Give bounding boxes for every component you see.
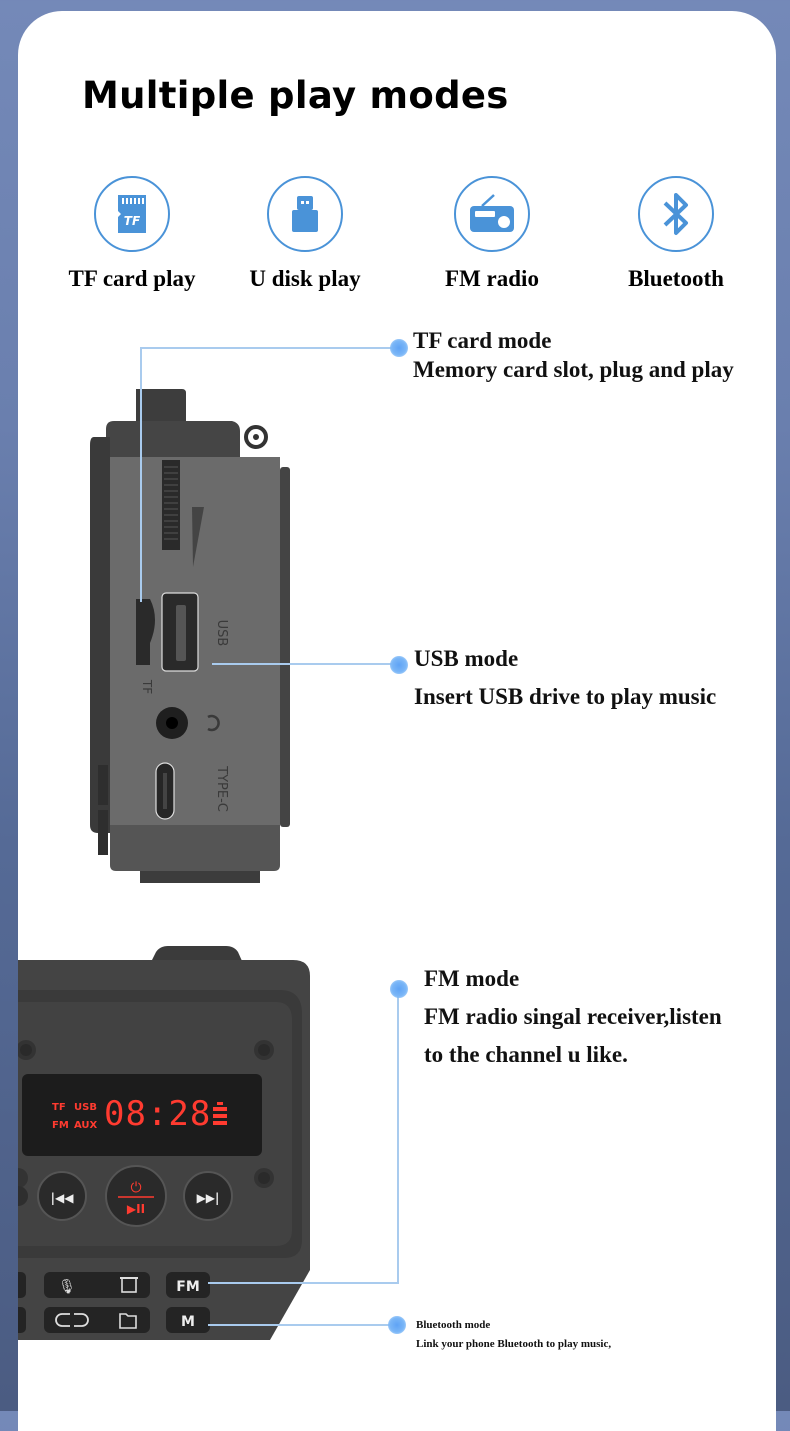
play-pause-icon[interactable]: ▶II (127, 1202, 145, 1216)
tf-callout-title: TF card mode (413, 328, 552, 353)
bluetooth-callout-title: Bluetooth mode (416, 1319, 491, 1331)
tf-connector-line-vertical (140, 347, 142, 602)
bluetooth-callout-desc: Link your phone Bluetooth to play music, (416, 1338, 612, 1350)
indicator-usb: USB (74, 1102, 97, 1113)
mode-tf-card: TF TF card play (52, 176, 212, 292)
bluetooth-icon (638, 176, 714, 252)
fm-callout-dot (390, 980, 408, 998)
page-title: Multiple play modes (82, 74, 509, 117)
indicator-tf: TF (52, 1102, 66, 1113)
fm-connector-line (208, 1282, 398, 1284)
previous-track-icon[interactable]: |◀◀ (51, 1191, 75, 1205)
usb-callout-desc: Insert USB drive to play music (414, 684, 717, 709)
next-track-icon[interactable]: ▶▶| (197, 1191, 220, 1205)
mode-label: FM radio (445, 266, 539, 291)
radio-icon (454, 176, 530, 252)
usb-callout-dot (390, 656, 408, 674)
tf-card-icon: TF (94, 176, 170, 252)
display-indicators: TF USB FM AUX (52, 1099, 97, 1135)
type-c-port-label: TYPE-C (214, 765, 229, 812)
repeat-icon[interactable] (55, 1313, 89, 1327)
fm-callout-title: FM mode (424, 966, 520, 991)
usb-connector-line (212, 663, 392, 665)
fm-connector-line-vertical (397, 989, 399, 1284)
mode-fm-radio: FM radio (412, 176, 572, 292)
microphone-icon[interactable]: 🎙 (58, 1278, 76, 1295)
mode-button-label: M (181, 1314, 195, 1330)
tf-port-label: TF (140, 679, 154, 694)
svg-text:TF: TF (124, 214, 141, 228)
indicator-aux: AUX (74, 1120, 98, 1131)
tf-connector-line (140, 347, 392, 349)
power-icon[interactable]: ⏻ (130, 1180, 141, 1196)
usb-drive-icon (267, 176, 343, 252)
display-time: 08:28 (104, 1094, 212, 1134)
fm-callout: FM mode FM radio singal receiver,listen … (424, 960, 722, 1074)
mode-usb-disk: U disk play (225, 176, 385, 292)
bluetooth-callout: Bluetooth mode Link your phone Bluetooth… (416, 1316, 611, 1354)
tf-callout: TF card mode Memory card slot, plug and … (413, 326, 734, 384)
mode-label: TF card play (68, 266, 196, 291)
mode-label: Bluetooth (628, 266, 724, 291)
bluetooth-connector-line (208, 1324, 392, 1326)
device-front-view: |◀◀ ⏻ ▶II ▶▶| 🎙 FM M (18, 946, 310, 1340)
bluetooth-callout-dot (388, 1316, 406, 1334)
folder-icon[interactable] (119, 1313, 137, 1329)
usb-callout-title: USB mode (414, 646, 519, 671)
fm-button-label: FM (176, 1279, 200, 1295)
usb-callout: USB mode Insert USB drive to play music (414, 640, 716, 716)
battery-icon (213, 1102, 227, 1125)
tf-callout-desc: Memory card slot, plug and play (413, 357, 734, 382)
fm-button[interactable] (166, 1272, 210, 1298)
usb-port-label: USB (214, 620, 229, 647)
mode-bluetooth: Bluetooth (596, 176, 756, 292)
device-side-view: TF USB TYPE-C (90, 389, 290, 883)
fm-callout-desc-line2: to the channel u like. (424, 1042, 628, 1067)
tf-callout-dot (390, 339, 408, 357)
mode-label: U disk play (249, 266, 361, 291)
indicator-fm: FM (52, 1120, 69, 1131)
mode-button[interactable] (166, 1307, 210, 1333)
fm-callout-desc-line1: FM radio singal receiver,listen (424, 1004, 722, 1029)
